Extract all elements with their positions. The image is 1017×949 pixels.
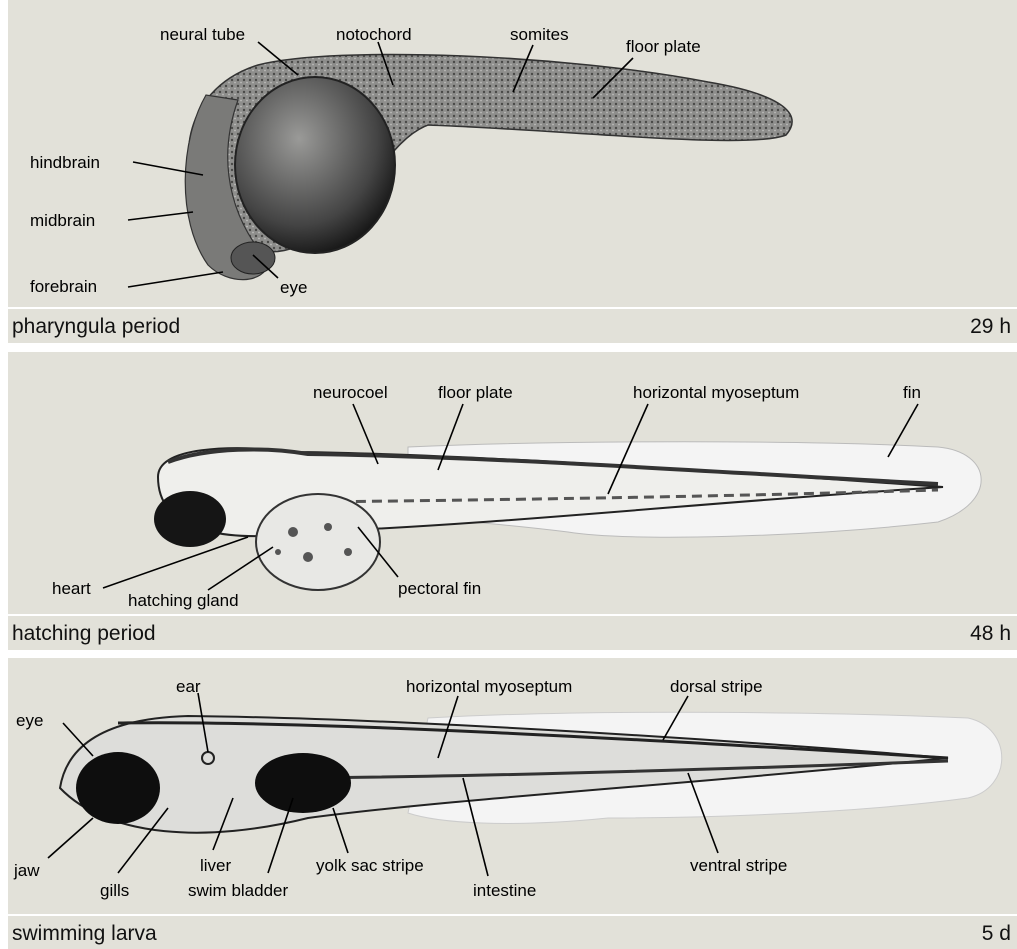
label-midbrain: midbrain (30, 211, 95, 230)
label-neural-tube: neural tube (160, 25, 245, 44)
label-gills: gills (100, 881, 129, 900)
label-jaw: jaw (13, 861, 40, 880)
swimming-diagram: eye ear horizontal myoseptum dorsal stri… (8, 658, 1017, 914)
label-liver: liver (200, 856, 232, 875)
label-fin: fin (903, 383, 921, 402)
label-horizontal-myoseptum: horizontal myoseptum (633, 383, 799, 402)
label-yolk-sac-stripe: yolk sac stripe (316, 856, 424, 875)
label-hindbrain: hindbrain (30, 153, 100, 172)
label-hatching-gland: hatching gland (128, 591, 239, 610)
hatching-diagram: neurocoel floor plate horizontal myosept… (8, 352, 1017, 614)
label-intestine: intestine (473, 881, 536, 900)
caption-bar-pharyngula: pharyngula period 29 h (8, 307, 1017, 343)
label-horizontal-myoseptum-3: horizontal myoseptum (406, 677, 572, 696)
caption-pharyngula: pharyngula period (12, 315, 180, 339)
time-hatching: 48 h (970, 622, 1011, 646)
leader-jaw (48, 818, 93, 858)
panel-pharyngula: neural tube notochord somites floor plat… (8, 0, 1017, 307)
swim-bladder-shape (255, 753, 351, 813)
label-dorsal-stripe: dorsal stripe (670, 677, 763, 696)
label-swim-bladder: swim bladder (188, 881, 288, 900)
yolk (235, 77, 395, 253)
label-ventral-stripe: ventral stripe (690, 856, 787, 875)
label-notochord: notochord (336, 25, 412, 44)
caption-swimming: swimming larva (12, 922, 157, 946)
leader-forebrain (128, 272, 223, 287)
caption-hatching: hatching period (12, 622, 156, 646)
swim-eye (76, 752, 160, 824)
label-eye: eye (280, 278, 307, 297)
label-ear: ear (176, 677, 201, 696)
larva-eye (154, 491, 226, 547)
caption-bar-hatching: hatching period 48 h (8, 614, 1017, 650)
label-eye-3: eye (16, 711, 43, 730)
leader-hatching-gland (208, 547, 273, 590)
label-floor-plate-2: floor plate (438, 383, 513, 402)
label-heart: heart (52, 579, 91, 598)
leader-heart (103, 537, 248, 588)
leader-midbrain (128, 212, 193, 220)
panel-swimming: eye ear horizontal myoseptum dorsal stri… (8, 658, 1017, 914)
pharyngula-diagram: neural tube notochord somites floor plat… (8, 0, 1017, 307)
label-forebrain: forebrain (30, 277, 97, 296)
larva-yolk (256, 494, 380, 590)
label-floor-plate: floor plate (626, 37, 701, 56)
caption-bar-swimming: swimming larva 5 d (8, 914, 1017, 949)
time-pharyngula: 29 h (970, 315, 1011, 339)
label-pectoral-fin: pectoral fin (398, 579, 481, 598)
time-swimming: 5 d (982, 922, 1011, 946)
label-somites: somites (510, 25, 569, 44)
panel-hatching: neurocoel floor plate horizontal myosept… (8, 352, 1017, 614)
label-neurocoel: neurocoel (313, 383, 388, 402)
